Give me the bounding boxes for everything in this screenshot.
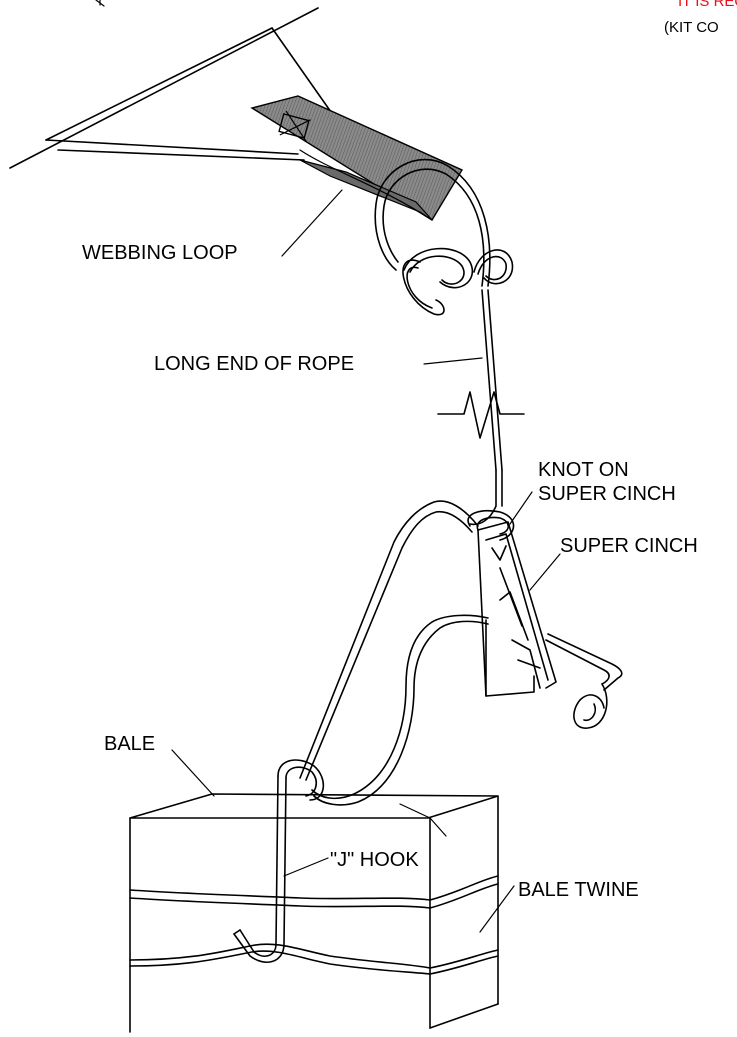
long-end-of-rope-label: LONG END OF ROPE: [154, 353, 354, 375]
leader-lines: [171, 189, 561, 933]
rope: [374, 158, 525, 526]
ceiling-beam: [9, 7, 339, 169]
knot-on-super-cinch-label-line2: SUPER CINCH: [538, 483, 676, 505]
box-x-icon: [278, 113, 310, 139]
j-hook: [233, 759, 325, 964]
j-hook-label: "J" HOOK: [330, 849, 419, 871]
kit-note: (KIT CO: [664, 19, 719, 36]
bale: [129, 793, 499, 1033]
bale-twine-label: BALE TWINE: [518, 879, 639, 901]
rope-to-j-hook: [299, 500, 489, 806]
super-cinch-label: SUPER CINCH: [560, 535, 698, 557]
webbing-strap: [250, 95, 464, 221]
bale-label: BALE: [104, 733, 155, 755]
super-cinch: [467, 510, 623, 729]
webbing-loop-label: WEBBING LOOP: [82, 242, 238, 264]
requirement-note: IT IS REQ: [678, 0, 737, 10]
corner-fragment: [95, 0, 105, 7]
knot-on-super-cinch-label-line1: KNOT ON: [538, 459, 629, 481]
